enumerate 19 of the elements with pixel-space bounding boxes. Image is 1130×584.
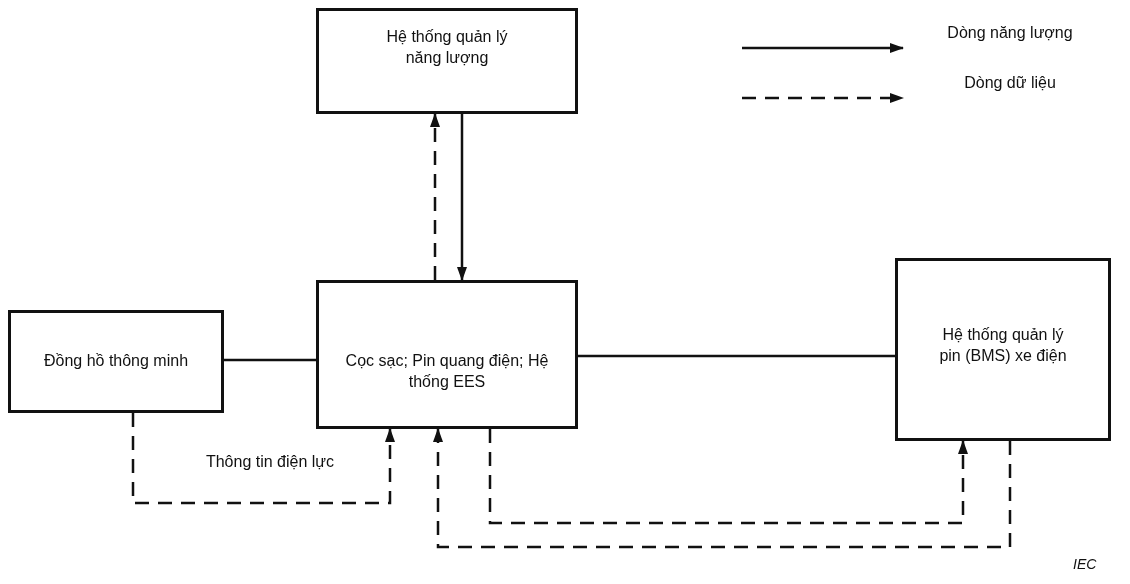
arrow [488, 429, 968, 525]
process-box [895, 258, 1111, 441]
arrow [433, 428, 1012, 549]
process-box [316, 280, 578, 429]
box-label: Hệ thống quản lý năng lượng [385, 27, 509, 68]
source-note: IEC [1073, 556, 1097, 572]
box-label: Cọc sạc; Pin quang điện; Hệ thống EES [344, 351, 550, 392]
box-label: Đồng hồ thông minh [43, 351, 189, 372]
box-label: Hệ thống quản lý pin (BMS) xe điện [938, 325, 1068, 366]
process-box [8, 310, 224, 413]
arrow [457, 114, 467, 281]
connector-line [578, 354, 895, 358]
legend-text: Dòng năng lượng [946, 24, 1074, 42]
arrow [430, 113, 440, 280]
connector-line [224, 358, 316, 362]
arrow [131, 413, 395, 505]
edge-label: Thông tin điện lực [203, 453, 337, 471]
legend-text: Dòng dữ liệu [963, 74, 1057, 92]
process-box [316, 8, 578, 114]
